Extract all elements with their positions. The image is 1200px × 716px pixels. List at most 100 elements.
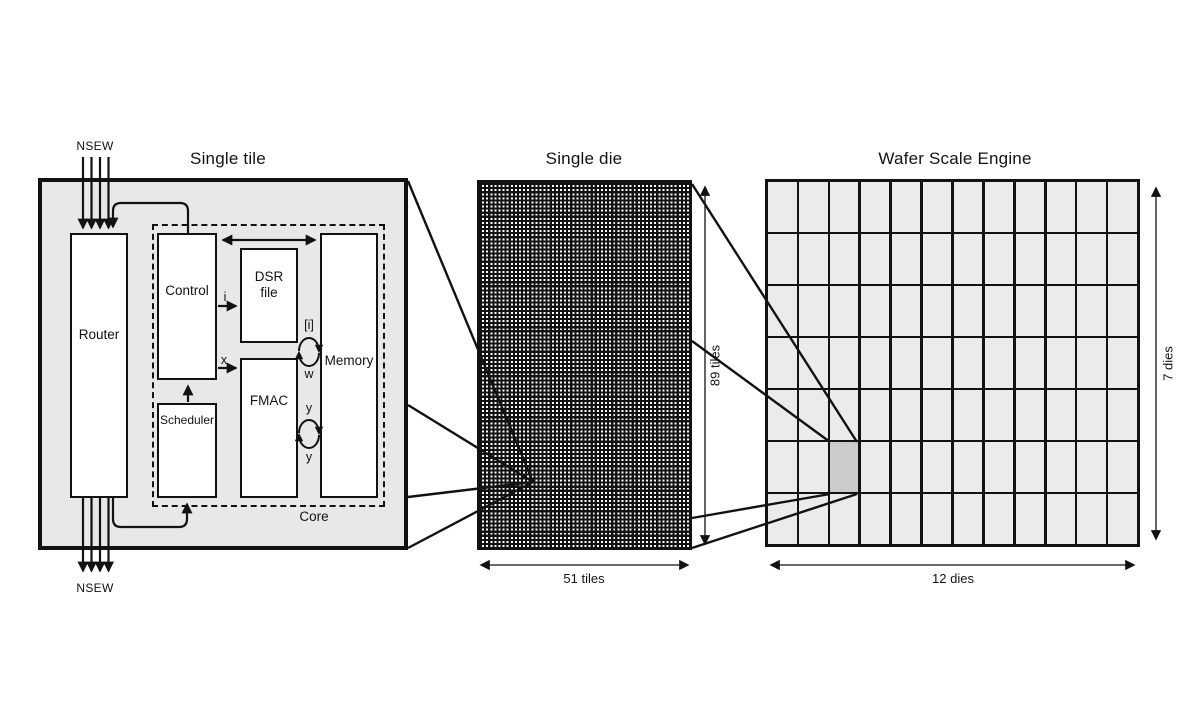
wafer-die-cell bbox=[1108, 338, 1137, 388]
die-height-label: 89 tiles bbox=[707, 344, 723, 387]
wafer-die-cell bbox=[829, 234, 859, 284]
wafer-die-cell bbox=[984, 442, 1014, 492]
wafer-die-cell bbox=[922, 338, 952, 388]
wafer-die-cell bbox=[798, 390, 828, 440]
signal-y-bottom-label: y bbox=[305, 450, 313, 464]
wafer-die-cell bbox=[1108, 442, 1137, 492]
wafer-grid bbox=[765, 179, 1140, 547]
signal-i-label: i bbox=[223, 290, 227, 304]
wafer-die-cell bbox=[860, 338, 890, 388]
dsr-file-block bbox=[240, 248, 298, 343]
wafer-die-cell bbox=[860, 442, 890, 492]
wafer-die-cell bbox=[922, 286, 952, 336]
wafer-die-cell bbox=[922, 182, 952, 232]
tile-panel-title: Single tile bbox=[190, 149, 266, 168]
wafer-die-cell bbox=[984, 390, 1014, 440]
wafer-die-cell bbox=[1108, 494, 1137, 544]
wafer-die-cell bbox=[953, 494, 983, 544]
wafer-die-cell bbox=[922, 390, 952, 440]
dsr-file-label-line2: file bbox=[260, 284, 278, 300]
wafer-die-cell bbox=[984, 494, 1014, 544]
wafer-die-cell bbox=[798, 286, 828, 336]
wafer-die-cell bbox=[1077, 494, 1107, 544]
wafer-die-cell bbox=[1046, 442, 1076, 492]
wafer-die-cell bbox=[922, 494, 952, 544]
wafer-die-cell bbox=[768, 390, 797, 440]
wafer-die-cell bbox=[953, 234, 983, 284]
core-label: Core bbox=[299, 509, 329, 524]
nsew-top-label: NSEW bbox=[76, 139, 114, 153]
core-dashed-boundary bbox=[152, 224, 385, 507]
wafer-die-cell bbox=[1046, 286, 1076, 336]
wafer-die-cell bbox=[768, 286, 797, 336]
wafer-die-cell bbox=[953, 182, 983, 232]
wafer-die-cell bbox=[798, 494, 828, 544]
wafer-die-cell bbox=[984, 338, 1014, 388]
wafer-die-cell bbox=[984, 182, 1014, 232]
wafer-width-label: 12 dies bbox=[932, 571, 974, 586]
wafer-die-cell bbox=[891, 442, 921, 492]
wafer-die-cell bbox=[768, 234, 797, 284]
wafer-die-cell bbox=[953, 286, 983, 336]
wafer-die-cell bbox=[1046, 338, 1076, 388]
wafer-die-cell bbox=[829, 494, 859, 544]
wafer-die-cell bbox=[1077, 338, 1107, 388]
signal-x-label: x bbox=[220, 353, 228, 367]
wafer-die-cell bbox=[1015, 182, 1045, 232]
wafer-die-cell bbox=[984, 286, 1014, 336]
wafer-die-cell bbox=[829, 390, 859, 440]
wafer-die-cell bbox=[768, 182, 797, 232]
signal-w-label: w bbox=[304, 367, 314, 381]
wafer-die-cell bbox=[891, 494, 921, 544]
nsew-bottom-label: NSEW bbox=[76, 581, 114, 595]
wafer-die-cell bbox=[1108, 390, 1137, 440]
wafer-die-cell bbox=[1077, 286, 1107, 336]
wafer-die-cell bbox=[1015, 286, 1045, 336]
wafer-die-cell bbox=[1077, 390, 1107, 440]
scheduler-label: Scheduler bbox=[159, 413, 215, 427]
wafer-height-label: 7 dies bbox=[1160, 346, 1176, 381]
wafer-die-cell bbox=[798, 182, 828, 232]
wafer-die-cell bbox=[798, 442, 828, 492]
wafer-die-cell bbox=[1108, 234, 1137, 284]
wafer-die-cell bbox=[922, 442, 952, 492]
wafer-die-cell bbox=[860, 390, 890, 440]
wafer-die-cell bbox=[891, 338, 921, 388]
wafer-die-cell bbox=[1015, 338, 1045, 388]
memory-label: Memory bbox=[324, 353, 374, 368]
die-panel-title: Single die bbox=[545, 149, 623, 168]
memory-block bbox=[320, 233, 378, 498]
control-block bbox=[157, 233, 217, 380]
wafer-die-cell bbox=[1077, 234, 1107, 284]
wafer-die-cell bbox=[891, 390, 921, 440]
wafer-panel-title: Wafer Scale Engine bbox=[878, 149, 1032, 168]
wafer-die-cell bbox=[1015, 390, 1045, 440]
wafer-die-cell bbox=[1046, 234, 1076, 284]
wafer-die-cell bbox=[1015, 494, 1045, 544]
wafer-die-cell bbox=[1108, 182, 1137, 232]
wafer-die-cell bbox=[768, 494, 797, 544]
wafer-die-cell bbox=[953, 390, 983, 440]
single-die-panel bbox=[477, 180, 692, 550]
wafer-die-cell bbox=[1077, 182, 1107, 232]
wafer-die-cell bbox=[1108, 286, 1137, 336]
wafer-die-cell bbox=[922, 234, 952, 284]
wafer-die-cell bbox=[984, 234, 1014, 284]
wafer-die-cell bbox=[829, 182, 859, 232]
wafer-die-cell bbox=[891, 286, 921, 336]
wafer-die-cell bbox=[1046, 182, 1076, 232]
wafer-die-cell bbox=[860, 494, 890, 544]
wafer-die-cell bbox=[891, 234, 921, 284]
wafer-die-cell-highlighted bbox=[829, 442, 859, 492]
wafer-die-cell bbox=[860, 182, 890, 232]
wafer-die-cell bbox=[798, 338, 828, 388]
wafer-die-cell bbox=[798, 234, 828, 284]
router-label: Router bbox=[78, 327, 120, 342]
die-mesh bbox=[480, 183, 689, 547]
wafer-die-cell bbox=[1046, 494, 1076, 544]
wafer-die-cell bbox=[768, 338, 797, 388]
wafer-die-cell bbox=[953, 338, 983, 388]
wafer-die-cell bbox=[829, 338, 859, 388]
dsr-file-label: DSR file bbox=[240, 269, 298, 300]
